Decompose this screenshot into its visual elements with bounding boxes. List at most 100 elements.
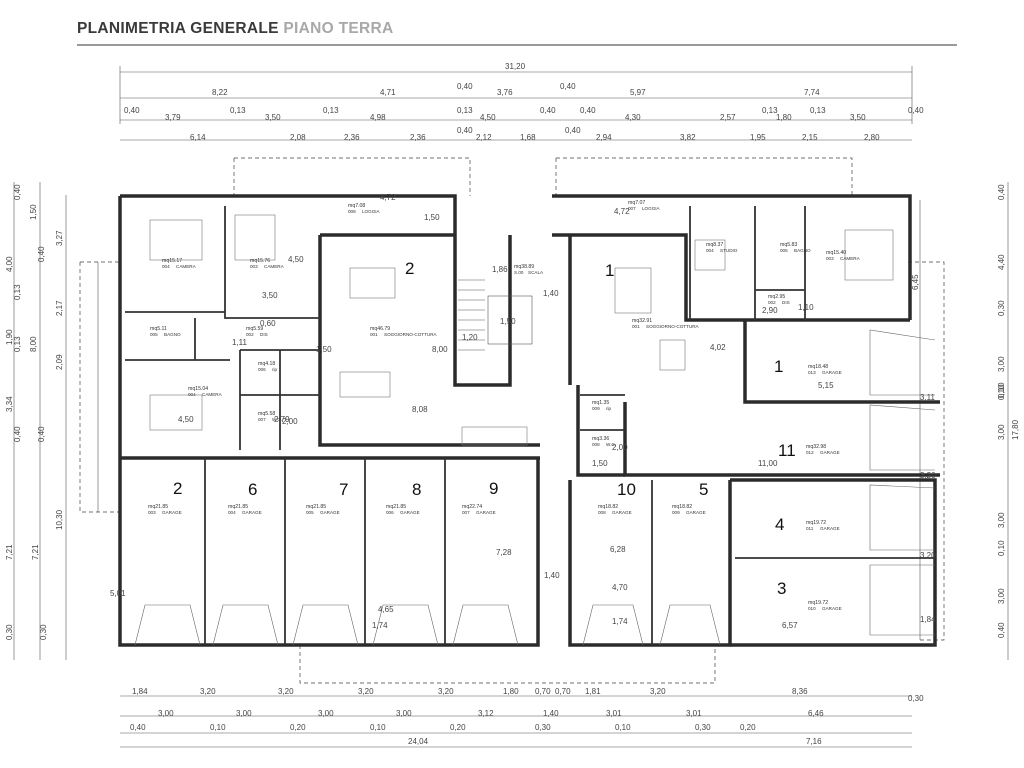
dimension-label: 0,40 <box>560 82 576 91</box>
room-name: CAMERA <box>176 264 197 269</box>
dimension-label: 3,76 <box>497 88 513 97</box>
room-name: GARAGE <box>320 510 340 515</box>
internal-walls <box>125 206 935 645</box>
dimension-label: 2,80 <box>864 133 880 142</box>
dimension-label: 0,40 <box>124 106 140 115</box>
dimension-label: 2,17 <box>55 300 64 316</box>
dimension-label: 6,14 <box>190 133 206 142</box>
dimension-label: 3,34 <box>5 396 14 412</box>
dimension-label: 6,46 <box>808 709 824 718</box>
room-code: 006 <box>386 510 394 515</box>
unit-number: 9 <box>489 479 498 498</box>
dimension-label: 0,40 <box>13 184 22 200</box>
room-area: mq5.59 <box>246 326 263 332</box>
dimension-label: 7,21 <box>31 544 40 560</box>
dimension-label: 0,30 <box>997 300 1006 316</box>
room-name: GARAGE <box>242 510 262 515</box>
dimension-label: 0,20 <box>740 723 756 732</box>
dimension-label: 4,72 <box>380 193 396 202</box>
dimension-label: 2,09 <box>55 354 64 370</box>
dimension-label: 8,22 <box>212 88 228 97</box>
dimension-label: 0,30 <box>908 694 924 703</box>
dimension-label: 3,20 <box>438 687 454 696</box>
unit-number: 1 <box>774 357 783 376</box>
room-code: 003 <box>826 256 834 261</box>
dimension-label: 1,86 <box>492 265 508 274</box>
dimension-label: 0,13 <box>13 336 22 352</box>
room-code: 005 <box>150 332 158 337</box>
dimension-label: 0,60 <box>260 319 276 328</box>
dimension-label: 0,13 <box>13 284 22 300</box>
dimension-label: 0,40 <box>457 126 473 135</box>
room-area: mq7.08 <box>348 203 365 209</box>
room-area: mq8.37 <box>706 242 723 248</box>
staircase <box>458 279 533 351</box>
room-area: mq32.98 <box>806 444 826 450</box>
dimension-label: 4,30 <box>625 113 641 122</box>
dimension-label: 1,50 <box>592 459 608 468</box>
dimension-label: 0,40 <box>13 426 22 442</box>
dimension-label: 2,00 <box>612 443 628 452</box>
dimension-label: 1,84 <box>920 615 936 624</box>
room-area: mq5.83 <box>780 242 797 248</box>
dimension-label: 1,40 <box>544 571 560 580</box>
room-name: GARAGE <box>686 510 706 515</box>
room-area: mq21.85 <box>386 504 406 510</box>
dimension-label: 8,08 <box>412 405 428 414</box>
room-name: STUDIO <box>720 248 738 253</box>
room-name: GARAGE <box>822 370 842 375</box>
walls <box>118 194 940 647</box>
dimension-label: 7,16 <box>806 737 822 746</box>
unit-number: 1 <box>605 261 614 280</box>
dimension-label: 10,30 <box>55 509 64 530</box>
dimension-label: 0,10 <box>997 382 1006 398</box>
room-code: 003 <box>250 264 258 269</box>
room-name: BAGNO <box>794 248 811 253</box>
room-area: mq15.76 <box>250 258 270 264</box>
dimension-label: 0,40 <box>580 106 596 115</box>
dimension-label: 2,90 <box>762 306 778 315</box>
room-name: GARAGE <box>822 606 842 611</box>
dimension-label: 0,70 <box>535 687 551 696</box>
room-code: 001 <box>632 324 640 329</box>
dimension-label: 0,20 <box>290 723 306 732</box>
room-area: mq2.95 <box>768 294 785 300</box>
unit-number: 2 <box>405 259 414 278</box>
dimension-label: 0,20 <box>450 723 466 732</box>
room-area: mq21.85 <box>148 504 168 510</box>
dimension-label: 1,68 <box>520 133 536 142</box>
unit-number: 2 <box>173 479 182 498</box>
dimension-label: 2,36 <box>410 133 426 142</box>
dimension-lines-bottom <box>120 695 912 748</box>
dimension-label: 0,40 <box>540 106 556 115</box>
room-area: mq18.82 <box>672 504 692 510</box>
room-code: 002 <box>246 332 254 337</box>
dashed-perimeter <box>79 157 945 684</box>
room-code: 004 <box>188 392 196 397</box>
dimension-label: 0,30 <box>535 723 551 732</box>
dimension-label: 3,50 <box>265 113 281 122</box>
dimension-label: 3,00 <box>318 709 334 718</box>
room-code: 005 <box>780 248 788 253</box>
dimension-label: 3,00 <box>997 588 1006 604</box>
dimension-label: 4,00 <box>5 256 14 272</box>
room-name: rip <box>272 367 278 372</box>
dimension-label: 0,40 <box>997 622 1006 638</box>
dimension-label: 2,79 <box>274 415 290 424</box>
dimension-label: 3,00 <box>158 709 174 718</box>
room-code: 004 <box>162 264 170 269</box>
dimension-label: 3,20 <box>920 471 936 480</box>
room-name: BAGNO <box>164 332 181 337</box>
unit-number: 7 <box>339 480 348 499</box>
dimension-label: 0,40 <box>908 106 924 115</box>
dimension-label: 2,00 <box>282 417 298 426</box>
dimension-label: 0,40 <box>130 723 146 732</box>
room-code: 004 <box>228 510 236 515</box>
room-name: SOGGIORNO-COTTURA <box>384 332 438 337</box>
dimension-label: 1,84 <box>132 687 148 696</box>
unit-number: 11 <box>778 441 796 460</box>
dimension-label: 4,40 <box>997 254 1006 270</box>
dimension-label: 3,01 <box>686 709 702 718</box>
dimension-label: 6,57 <box>782 621 798 630</box>
room-code: 008 <box>598 510 606 515</box>
